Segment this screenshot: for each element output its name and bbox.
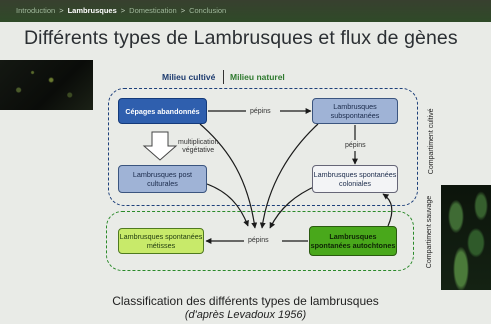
wild-compartment [106,211,414,271]
legend-natural: Milieu naturel [230,72,285,82]
caption-source: (d'après Levadoux 1956) [184,309,307,321]
cultivated-compartment [108,88,418,206]
arrow-colonial-to-pepins [269,184,319,229]
legend-cultivated: Milieu cultivé [162,72,216,82]
breadcrumb-separator: > [180,6,186,15]
breadcrumb-conclusion[interactable]: Conclusion [189,6,227,15]
breadcrumb-introduction[interactable]: Introduction [16,6,56,15]
box-native: Lambrusques spontanées autochtones [309,226,397,256]
label-propagation-line1: multiplication [178,139,219,146]
label-seeds-top: pépins [250,108,271,115]
box-colonial: Lambrusques spontanées coloniales [312,165,398,193]
arrow-post-to-pepins [206,183,249,227]
box-hybrid: Lambrusques spontanées métisses [118,228,204,254]
arrow-subspontaneous-to-pepins [259,123,319,229]
navigation-bar: Introduction>Lambrusques>Domestication>C… [0,0,491,22]
label-vegetative-propagation: multiplication végétative [178,139,218,155]
slide-title: Différents types de Lambrusques et flux … [24,27,458,49]
box-abandoned-varieties: Cépages abandonnés [118,98,207,124]
arrow-abandoned-to-pepins [199,123,258,229]
breadcrumb: Introduction>Lambrusques>Domestication>C… [16,6,226,15]
propagation-hollow-arrow [142,131,178,161]
vine-photo-right [441,185,491,290]
box-post-cultural: Lambrusques post culturales [118,165,207,193]
vine-photo-left [0,60,93,110]
label-propagation-line2: végétative [182,147,215,155]
breadcrumb-separator: > [120,6,126,15]
breadcrumb-lambrusques[interactable]: Lambrusques [67,6,117,15]
label-seeds-mid: pépins [345,142,366,149]
label-seeds-bottom: pépins [248,237,269,244]
breadcrumb-separator: > [59,6,64,15]
arrow-native-to-colonial [382,193,393,227]
box-subspontaneous: Lambrusques subspontanées [312,98,398,124]
breadcrumb-domestication[interactable]: Domestication [129,6,177,15]
legend-divider [223,70,224,84]
caption-title: Classification des différents types de l… [112,294,379,308]
